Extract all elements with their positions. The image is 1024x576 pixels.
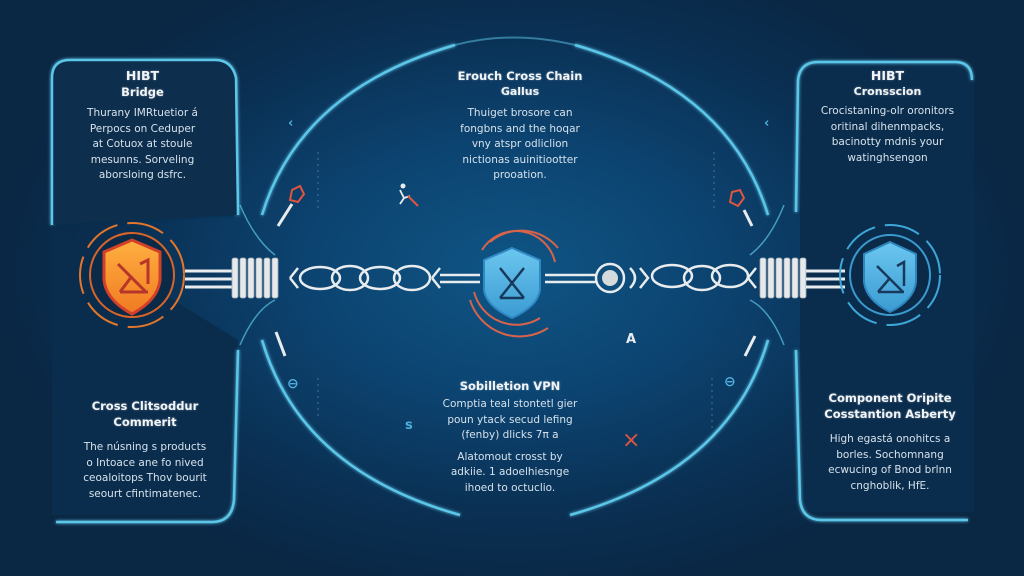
- panel-body-secondary: Alatomout crosst by adkiie. 1 adoelhiesn…: [450, 450, 570, 494]
- central-ring: [260, 36, 770, 517]
- panel-title: Sobilletion VPN: [459, 379, 561, 393]
- left-rail: [185, 269, 232, 289]
- a-marker-icon: A: [626, 332, 637, 347]
- arrow-down-left-icon: [274, 331, 287, 357]
- chevron-left-icon: ‹: [764, 116, 770, 131]
- s-marker-icon: s: [405, 418, 413, 433]
- chain-left: [289, 264, 480, 292]
- panel-hibt-bridge: HIBT Bridge Thurany IMRtuetior á Perpocs…: [55, 68, 230, 184]
- xlambda-icon: [876, 259, 906, 294]
- panel-subtitle: Cronsscion: [853, 85, 922, 98]
- panel-body: High egastá onohitcs a borles. Sochomnan…: [828, 433, 952, 492]
- panel-component: Component Oripite Cosstantion Asberty Hi…: [805, 390, 975, 494]
- right-rail: [806, 269, 845, 289]
- panel-subtitle: Commerit: [113, 415, 177, 429]
- left-shield-node: [79, 222, 185, 328]
- panel-title: Cross Clitsoddur: [91, 399, 199, 413]
- panel-title: HIBT: [870, 68, 905, 83]
- panel-body: The núsning s products o Intoace ane fo …: [83, 441, 207, 500]
- panel-body: Thuiget brosore can fongbns and the hoqa…: [460, 107, 580, 181]
- chain-right: [545, 262, 757, 294]
- panel-hibt-connection: HIBT Cronsscion Crocistaning-olr oronito…: [800, 68, 975, 166]
- panel-cross-chain: Erouch Cross Chain Gallus Thuiget brosor…: [420, 68, 620, 184]
- hourglass-x-icon: [499, 267, 525, 300]
- circle-minus-icon: ⊖: [724, 374, 736, 390]
- panel-vpn: Sobilletion VPN Comptia teal stontetl gi…: [415, 378, 605, 496]
- lock-key-icon-left: [276, 184, 306, 227]
- arrow-down-right-icon: [743, 335, 757, 357]
- xlambda-icon: [116, 257, 150, 294]
- panel-subtitle: Gallus: [500, 85, 540, 98]
- panel-subtitle: Cosstantion Asberty: [824, 407, 956, 421]
- panel-title: HIBT: [125, 68, 160, 83]
- circle-minus-icon: ⊖: [287, 376, 299, 392]
- panel-title: Component Oripite: [828, 391, 952, 405]
- left-coil: [231, 257, 279, 299]
- panel-body: Thurany IMRtuetior á Perpocs on Ceduper …: [87, 107, 198, 181]
- figure-icon: [399, 183, 419, 207]
- panel-body: Crocistaning-olr oronitors oritinal dihe…: [820, 105, 955, 164]
- panel-title: Erouch Cross Chain: [457, 69, 583, 83]
- right-coil: [759, 257, 807, 299]
- panel-subtitle: Bridge: [121, 85, 164, 99]
- right-shield-node: [839, 224, 941, 326]
- panel-cross-commerit: Cross Clitsoddur Commerit The núsning s …: [60, 398, 230, 502]
- panel-body: Comptia teal stontetl gier poun ytack se…: [442, 398, 578, 441]
- center-shield-node: [469, 229, 559, 338]
- x-mark-icon: ×: [622, 428, 641, 453]
- chevron-left-icon: ‹: [288, 116, 294, 131]
- lock-key-icon-right: [728, 188, 754, 227]
